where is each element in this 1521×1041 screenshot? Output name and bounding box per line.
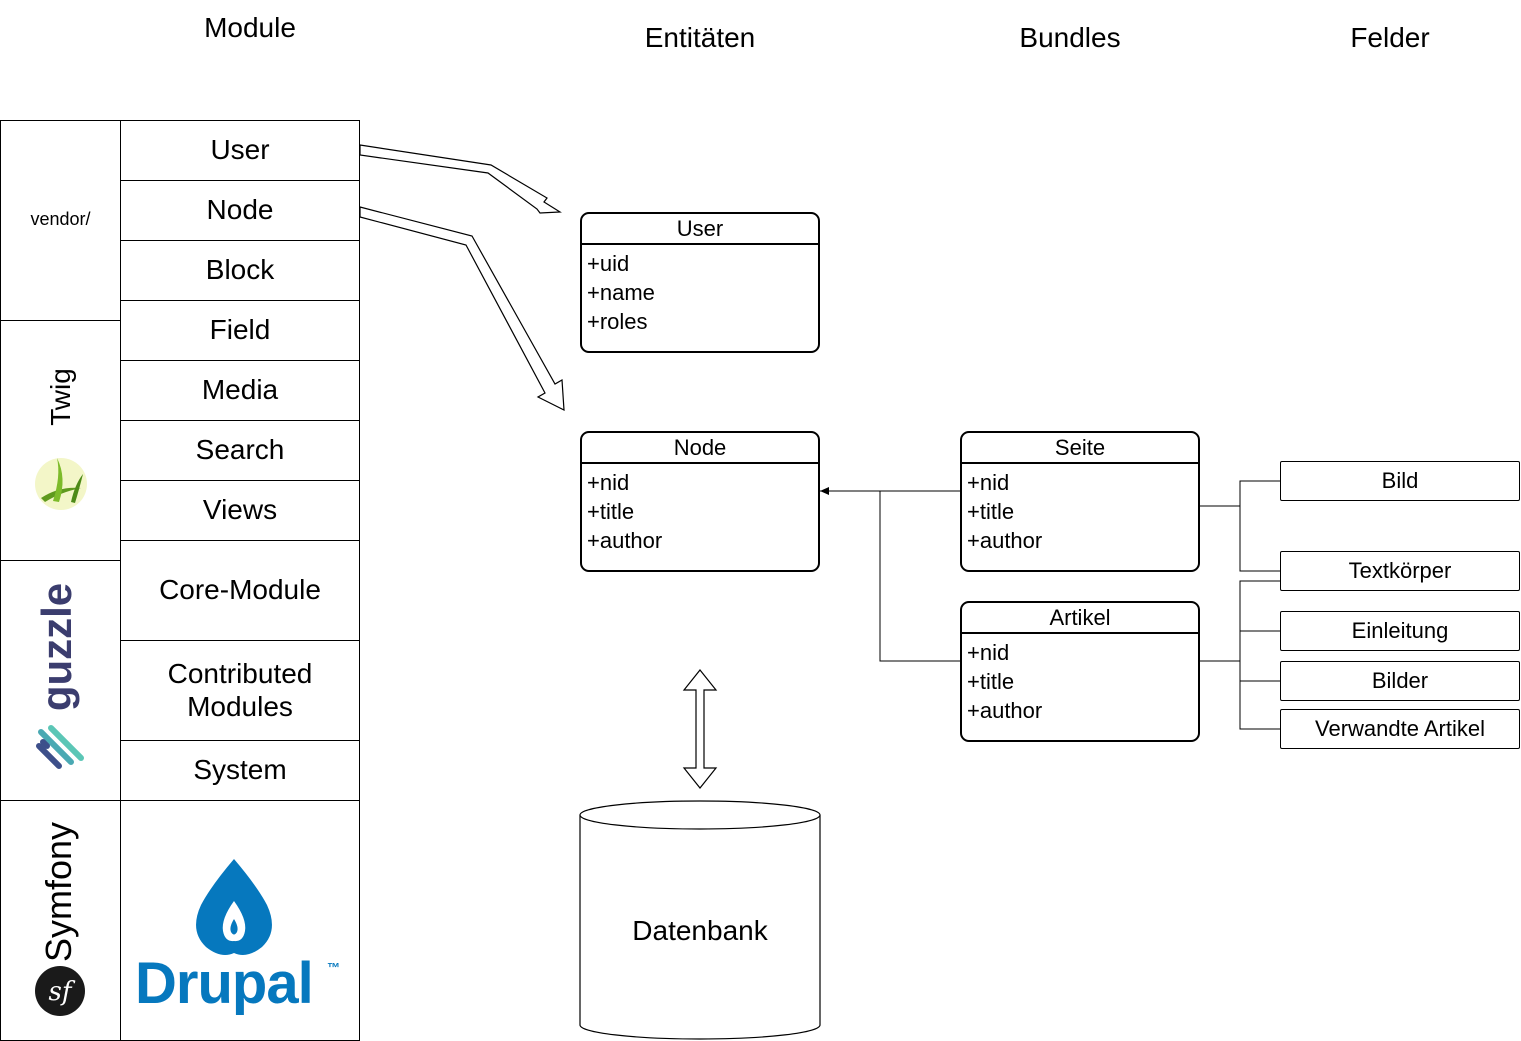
arrow-node-database	[682, 669, 718, 789]
field-bild: Bild	[1280, 461, 1520, 501]
twig-leaf-icon	[35, 458, 87, 510]
database-label: Datenbank	[632, 915, 768, 946]
bracket-seite	[1239, 480, 1280, 572]
header-entities: Entitäten	[644, 22, 756, 53]
drupal-logo: Drupal ™	[121, 801, 359, 1040]
entity-node: Node +nid +title +author	[580, 431, 820, 572]
arrowhead-node	[820, 487, 829, 495]
field-einleitung: Einleitung	[1280, 611, 1520, 651]
drupal-logo-cell: Drupal ™	[120, 800, 360, 1041]
entity-user-field: +roles	[587, 309, 648, 334]
guzzle-cell: guzzle	[0, 560, 121, 801]
arrow-user-entity	[359, 144, 562, 214]
bundle-seite-field: +author	[967, 528, 1043, 553]
bundle-seite: Seite +nid +title +author	[960, 431, 1200, 572]
arrow-node-entity	[359, 206, 565, 412]
bundle-artikel: Artikel +nid +title +author	[960, 601, 1200, 742]
bundle-seite-title: Seite	[962, 433, 1198, 464]
vendor-label: vendor/	[30, 209, 91, 229]
database-body	[579, 815, 821, 1040]
header-modules: Module	[204, 12, 296, 43]
entity-user: User +uid +name +roles	[580, 212, 820, 353]
entity-user-field: +name	[587, 280, 655, 305]
bundle-seite-field: +nid	[967, 470, 1010, 495]
database-top	[579, 800, 821, 830]
field-textkoerper: Textkörper	[1280, 551, 1520, 591]
entity-node-field: +title	[587, 499, 635, 524]
drupal-tm: ™	[327, 960, 340, 975]
module-node: Node	[120, 180, 360, 241]
guzzle-stripes-icon	[36, 725, 84, 769]
bundle-artikel-field: +nid	[967, 640, 1010, 665]
line-artikel-node	[879, 491, 960, 662]
bracket-artikel	[1239, 580, 1280, 730]
module-contributed: Contributed Modules	[120, 640, 360, 741]
module-views: Views	[120, 480, 360, 541]
module-core: Core-Module	[120, 540, 360, 641]
vendor-cell: vendor/	[0, 120, 121, 321]
bundle-seite-field: +title	[967, 499, 1015, 524]
symfony-cell: Symfony sf	[0, 800, 121, 1041]
entity-node-title: Node	[582, 433, 818, 464]
header-bundles: Bundles	[1019, 22, 1121, 53]
bundle-artikel-field: +title	[967, 669, 1015, 694]
module-system: System	[120, 740, 360, 801]
field-verwandte-artikel: Verwandte Artikel	[1280, 709, 1520, 749]
header-fields: Felder	[1350, 22, 1430, 53]
bundle-artikel-title: Artikel	[962, 603, 1198, 634]
bundle-artikel-field: +author	[967, 698, 1043, 723]
symfony-logo-icon: sf	[35, 966, 85, 1016]
drupal-wordmark: Drupal	[135, 951, 314, 1016]
entity-node-field: +author	[587, 528, 663, 553]
module-user: User	[120, 120, 360, 181]
module-field: Field	[120, 300, 360, 361]
entity-user-field: +uid	[587, 251, 630, 276]
entity-user-title: User	[582, 214, 818, 245]
entity-node-field: +nid	[587, 470, 630, 495]
module-block: Block	[120, 240, 360, 301]
drupal-drop-icon	[196, 859, 272, 955]
svg-text:sf: sf	[49, 977, 76, 1007]
field-bilder: Bilder	[1280, 661, 1520, 701]
